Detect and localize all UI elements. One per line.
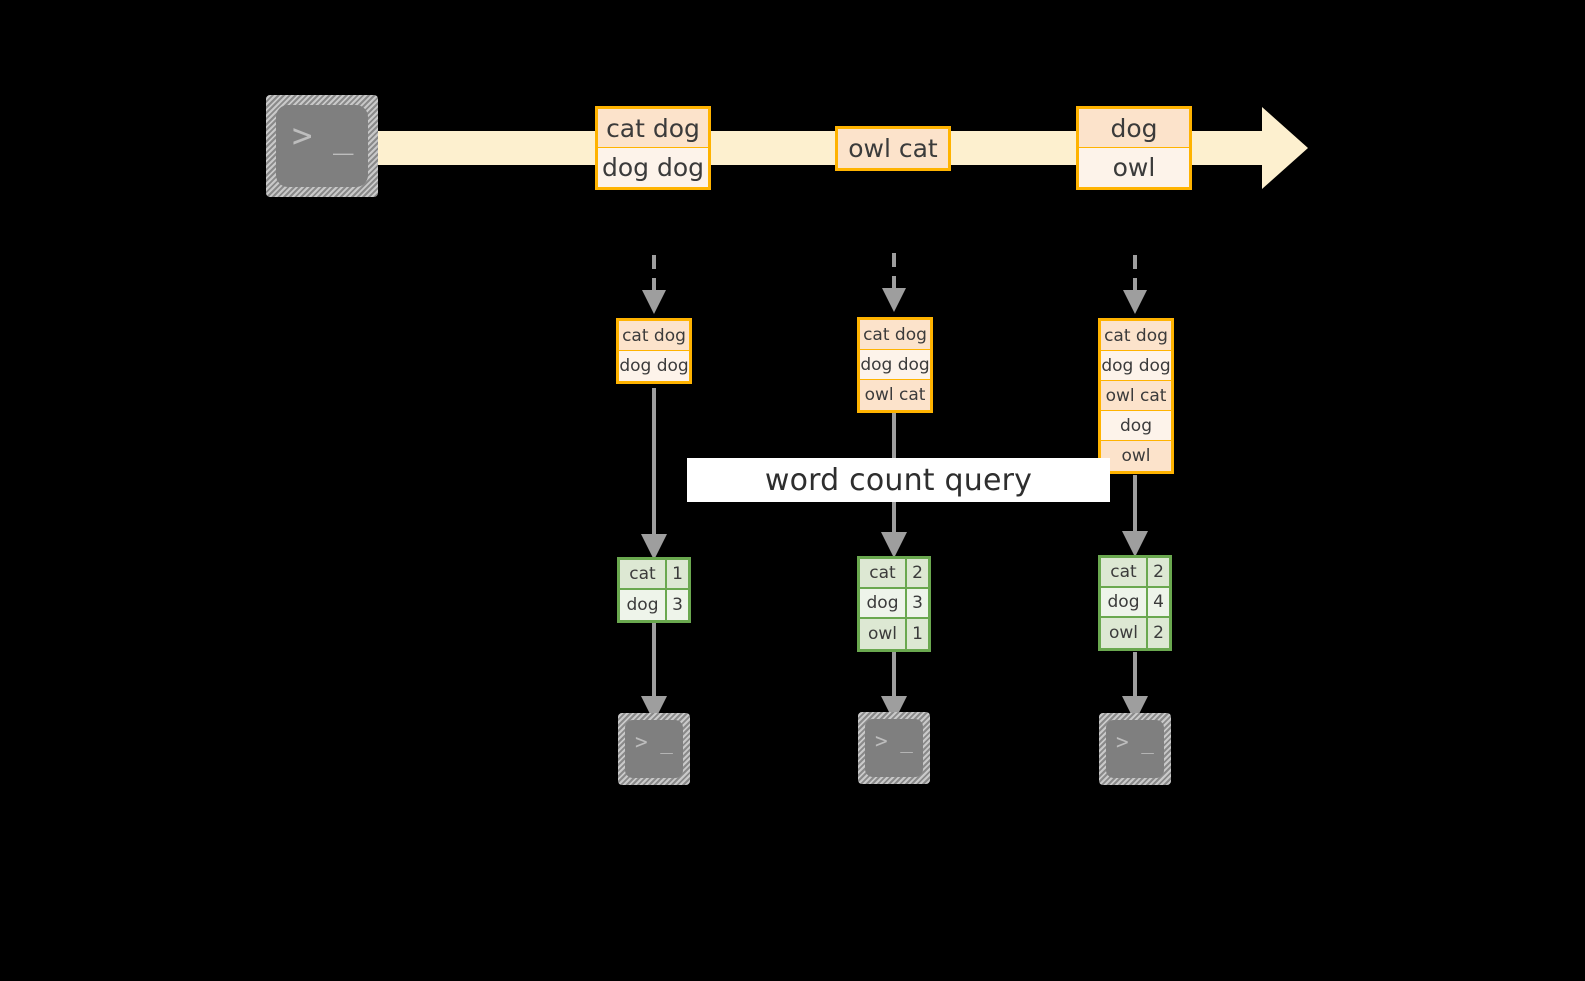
terminal-screen: > _ <box>625 720 683 778</box>
result-to-sink-arrowheads <box>641 696 1148 722</box>
word-cell: cat <box>620 560 667 588</box>
record-line: cat dog <box>1101 321 1171 351</box>
record-line: cat dog <box>860 320 930 350</box>
count-cell: 3 <box>667 590 688 620</box>
result-to-sink-connector-group <box>652 622 1137 700</box>
count-cell: 1 <box>667 560 688 588</box>
record-line: owl <box>1079 148 1189 187</box>
terminal-prompt-glyph: > _ <box>875 729 913 753</box>
record-line: owl cat <box>860 380 930 410</box>
dashed-connector-group <box>652 253 1137 292</box>
count-cell: 1 <box>907 619 928 649</box>
record-line: cat dog <box>598 109 708 148</box>
word-count-result-2[interactable]: cat 2 dog 3 owl 1 <box>857 556 931 652</box>
record-line: owl <box>1101 441 1171 471</box>
table-row: dog 3 <box>860 589 928 619</box>
accumulated-records-1[interactable]: cat dog dog dog <box>616 318 692 384</box>
record-line: owl cat <box>1101 381 1171 411</box>
table-row: cat 1 <box>620 560 688 590</box>
table-row: owl 2 <box>1101 618 1169 648</box>
count-cell: 2 <box>1148 618 1169 648</box>
word-cell: cat <box>1101 558 1148 586</box>
terminal-prompt-glyph: > _ <box>635 730 673 754</box>
sink-terminal-icon-2[interactable]: > _ <box>858 712 930 784</box>
dashed-connector-heads <box>642 288 1147 314</box>
table-row: cat 2 <box>860 559 928 589</box>
sink-terminal-icon-3[interactable]: > _ <box>1099 713 1171 785</box>
word-cell: cat <box>860 559 907 587</box>
count-cell: 3 <box>907 589 928 617</box>
record-line: owl cat <box>838 129 948 168</box>
table-row: dog 4 <box>1101 588 1169 618</box>
query-banner: word count query <box>687 458 1110 502</box>
table-row: cat 2 <box>1101 558 1169 588</box>
terminal-prompt-glyph: > _ <box>1116 730 1154 754</box>
record-line: dog dog <box>598 148 708 187</box>
count-cell: 4 <box>1148 588 1169 616</box>
word-count-result-1[interactable]: cat 1 dog 3 <box>617 557 691 623</box>
terminal-screen: > _ <box>865 719 923 777</box>
record-line: dog <box>1101 411 1171 441</box>
accumulated-records-3[interactable]: cat dog dog dog owl cat dog owl <box>1098 318 1174 474</box>
accumulated-records-2[interactable]: cat dog dog dog owl cat <box>857 317 933 413</box>
word-cell: dog <box>860 589 907 617</box>
sink-terminal-icon-1[interactable]: > _ <box>618 713 690 785</box>
terminal-prompt-glyph: > _ <box>292 116 354 156</box>
word-cell: owl <box>1101 618 1148 648</box>
terminal-screen: > _ <box>276 105 368 187</box>
timeline-batch-2[interactable]: owl cat <box>835 126 951 171</box>
table-row: dog 3 <box>620 590 688 620</box>
source-terminal-icon[interactable]: > _ <box>266 95 378 197</box>
timeline-batch-1[interactable]: cat dog dog dog <box>595 106 711 190</box>
state-to-result-arrowheads <box>641 531 1148 560</box>
word-cell: dog <box>1101 588 1148 616</box>
word-cell: owl <box>860 619 907 649</box>
record-line: dog dog <box>1101 351 1171 381</box>
table-row: owl 1 <box>860 619 928 649</box>
count-cell: 2 <box>907 559 928 587</box>
record-line: cat dog <box>619 321 689 351</box>
count-cell: 2 <box>1148 558 1169 586</box>
terminal-screen: > _ <box>1106 720 1164 778</box>
word-count-result-3[interactable]: cat 2 dog 4 owl 2 <box>1098 555 1172 651</box>
record-line: dog dog <box>860 350 930 380</box>
record-line: dog dog <box>619 351 689 381</box>
timeline-batch-3[interactable]: dog owl <box>1076 106 1192 190</box>
record-line: dog <box>1079 109 1189 148</box>
word-cell: dog <box>620 590 667 620</box>
query-banner-label: word count query <box>764 462 1033 498</box>
